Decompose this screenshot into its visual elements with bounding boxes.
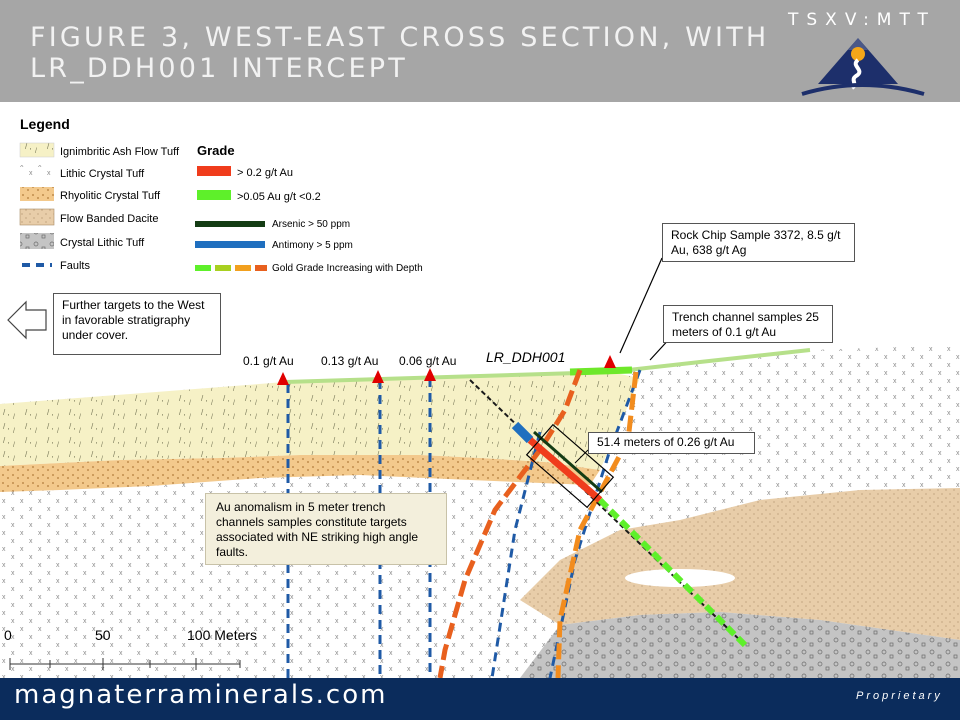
legend-crystal-lithic: Crystal Lithic Tuff xyxy=(60,237,145,249)
west-arrow-icon xyxy=(7,300,47,340)
rock-chip-callout: Rock Chip Sample 3372, 8.5 g/t Au, 638 g… xyxy=(662,223,855,262)
scale-bar xyxy=(9,658,241,670)
legend-faults: Faults xyxy=(60,260,90,272)
scale-tick-label: 50 xyxy=(95,627,111,643)
west-targets-callout: Further targets to the West in favorable… xyxy=(53,293,221,355)
legend: Legend Ignimbritic Ash Flow Tuff Lithic … xyxy=(19,116,423,274)
proprietary-label: Proprietary xyxy=(856,690,943,702)
website-link[interactable]: magnaterraminerals.com xyxy=(14,680,388,710)
header-bar xyxy=(0,0,960,102)
legend-heading: Legend xyxy=(20,116,70,132)
cross-section-diagram: x x / , / xyxy=(0,116,960,678)
intercept-callout: 51.4 meters of 0.26 g/t Au xyxy=(588,432,755,454)
mountain-logo-icon xyxy=(801,38,925,96)
drillhole-label: LR_DDH001 xyxy=(486,349,565,365)
scale-tick-label: 100 Meters xyxy=(187,627,257,643)
footer-bar xyxy=(0,678,960,720)
legend-dacite: Flow Banded Dacite xyxy=(60,213,158,225)
legend-gold-depth: Gold Grade Increasing with Depth xyxy=(272,263,423,274)
scale-tick-label: 0 xyxy=(4,627,12,643)
legend-antimony: Antimony > 5 ppm xyxy=(272,240,353,251)
ticker-symbol: TSXV:MTT xyxy=(788,10,936,30)
legend-arsenic: Arsenic > 50 ppm xyxy=(272,219,350,230)
legend-grade-high: > 0.2 g/t Au xyxy=(237,167,293,179)
trench-grade-label: 0.1 g/t Au xyxy=(243,354,294,368)
legend-lithic-crystal-tuff: Lithic Crystal Tuff xyxy=(60,168,145,180)
figure-title: FIGURE 3, WEST-EAST CROSS SECTION, WITH … xyxy=(30,22,770,84)
trench-grade-label: 0.13 g/t Au xyxy=(321,354,378,368)
legend-grade-heading: Grade xyxy=(197,143,235,158)
legend-rhyolitic: Rhyolitic Crystal Tuff xyxy=(60,190,161,202)
trench-callout: Trench channel samples 25 meters of 0.1 … xyxy=(663,305,833,343)
trench-grade-label: 0.06 g/t Au xyxy=(399,354,456,368)
legend-ignimbrite: Ignimbritic Ash Flow Tuff xyxy=(60,146,180,158)
legend-grade-low: >0.05 Au g/t <0.2 xyxy=(237,191,321,203)
anomalism-callout: Au anomalism in 5 meter trench channels … xyxy=(205,493,447,565)
